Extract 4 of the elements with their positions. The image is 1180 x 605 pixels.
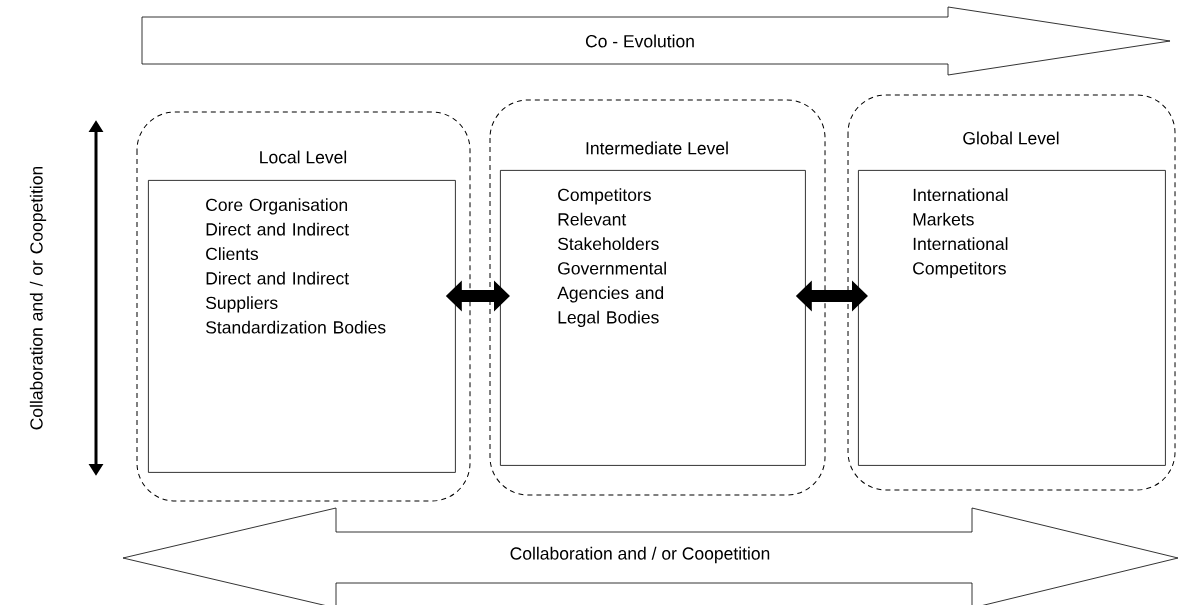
text-box: International Markets International Competitors — [858, 170, 1166, 466]
text-box: Competitors Relevant Stakeholders Governmental Agencies and Legal Bodies — [500, 170, 806, 466]
text-box: Core Organisation Direct and Indirect Clients Direct and Indirect Suppliers Standardization Bodies — [148, 180, 456, 473]
axis-label: Collaboration and / or Coopetition — [29, 166, 47, 430]
